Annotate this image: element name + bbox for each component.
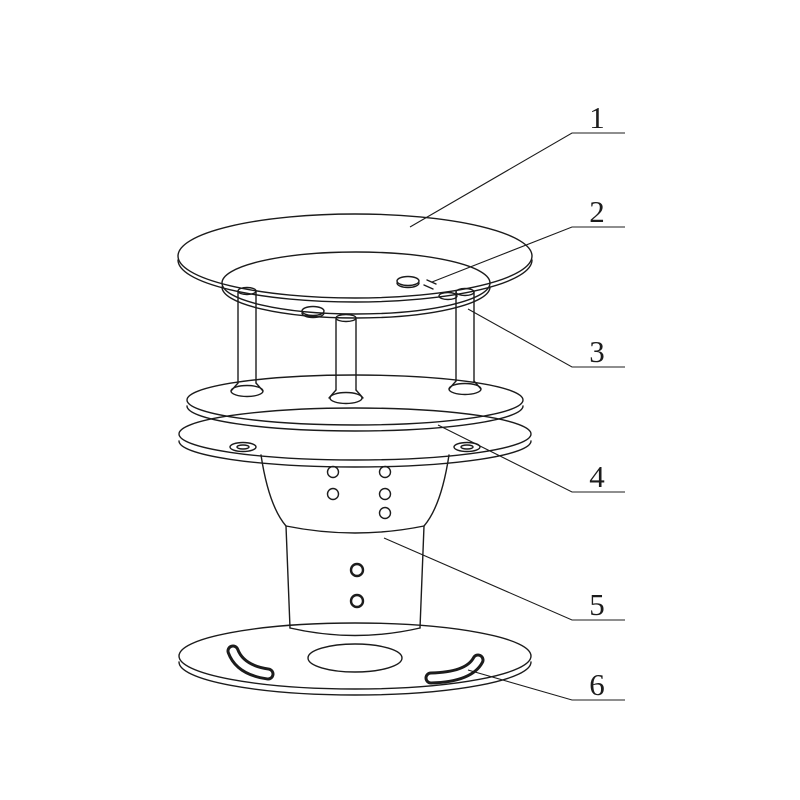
callout-3-leader	[467, 308, 625, 368]
ring-bolt-left-inner	[236, 444, 250, 450]
post-foot	[230, 384, 264, 398]
base-center-hole	[307, 643, 403, 673]
callout-6-leader	[467, 669, 625, 701]
body-hole	[378, 487, 392, 501]
body-hole	[326, 465, 340, 479]
ring-bolt-left	[229, 441, 257, 453]
post-sides	[335, 318, 357, 391]
screw-hole	[396, 275, 420, 287]
post-sides	[237, 290, 257, 384]
callout-5-number: 5	[589, 587, 605, 622]
top-cap-rim	[177, 259, 533, 303]
base-slot-left-clear	[229, 647, 272, 678]
ring-bolt-right-inner	[460, 444, 474, 450]
post-top	[335, 313, 357, 323]
louver-stack	[178, 374, 532, 468]
callout-1-leader	[409, 132, 625, 228]
callout-2-number: 2	[589, 194, 605, 229]
body-hole	[326, 487, 340, 501]
callout-1-number: 1	[589, 100, 605, 135]
body-seam	[285, 525, 425, 534]
body-hole-lower	[349, 593, 365, 609]
body-hole-lower	[349, 562, 365, 578]
support-post-center	[328, 313, 364, 405]
callout-2-leader	[431, 226, 625, 283]
screw-hole	[438, 291, 458, 301]
top-cap-outer-edge	[177, 213, 533, 299]
top-cap	[177, 213, 533, 319]
screw-hole-rim	[301, 312, 325, 319]
screw-hole	[301, 305, 325, 317]
support-post-left	[230, 286, 264, 398]
body-contour-right	[419, 454, 450, 629]
louver-ring-lower	[178, 407, 532, 461]
base-rim	[178, 661, 532, 696]
body-hole	[378, 506, 392, 520]
body-contour-left	[260, 454, 291, 629]
screw-hole-rim	[396, 282, 420, 289]
base-outer-edge	[178, 622, 532, 690]
callout-3-number: 3	[589, 334, 605, 369]
callout-5-leader	[383, 537, 625, 621]
callout-4-number: 4	[589, 459, 605, 494]
body-base-junction	[289, 627, 421, 637]
top-plate-holes	[301, 275, 458, 319]
post-foot	[448, 382, 482, 396]
body-hole	[378, 465, 392, 479]
callouts: 1 2 3 4 5 6	[383, 100, 625, 702]
mounting-base	[178, 622, 532, 696]
ring-bolt-right	[453, 441, 481, 453]
louver-ring-upper-rim	[186, 405, 524, 432]
callout-4-leader	[437, 424, 625, 493]
post-foot	[329, 391, 363, 405]
screw-slot-marks	[423, 279, 437, 290]
louver-ring-upper	[186, 374, 524, 426]
louver-ring-lower-rim	[178, 440, 532, 468]
top-plate-edge	[221, 251, 491, 315]
sensor-body	[260, 454, 450, 637]
post-sides	[455, 291, 475, 382]
base-slot-right-clear	[427, 656, 482, 682]
callout-6-number: 6	[589, 667, 605, 702]
